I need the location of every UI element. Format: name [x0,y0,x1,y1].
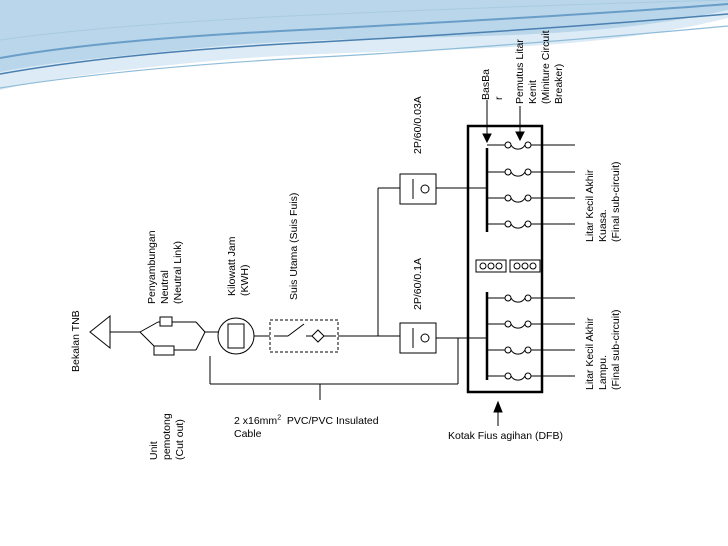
kwh-meter-symbol [217,317,270,355]
tnb-supply-symbol [89,314,140,350]
label-litar-kuasa: Litar Kecil Akhir Kuasa. (Final sub-circ… [584,161,622,242]
cut-out-neutral-link [139,316,218,356]
rccb-bottom-symbol [399,322,487,354]
label-rccb-bottom: 2P/60/0.1A [412,258,424,310]
cable-bracket [209,338,459,400]
label-litar-lampu: Litar Kecil Akhir Lampu. (Final sub-circ… [584,309,622,390]
mcb-group-lighting [487,294,575,381]
mcb-group-power [487,141,575,229]
label-cable: 2 x16mm2 PVC/PVC Insulated Cable [234,414,379,441]
dfb-box [466,124,544,394]
wave-header-decoration [0,0,728,90]
label-suis-utama: Suis Utama (Suis Fuis) [288,192,300,300]
label-basbar: BasBa r [480,69,505,100]
label-bekalan-tnb: Bekalan TNB [70,310,82,372]
label-kotak-fius: Kotak Fius agihan (DFB) [448,430,563,442]
rccb-top-symbol [399,173,487,205]
label-kilowatt-jam: Kilowatt Jam (KWH) [226,236,251,296]
main-switch-symbol [269,319,378,353]
label-pemutus-litar: Pemutus Litar Kenit (Miniture Circuit Br… [514,30,565,104]
label-penyambungan-neutral: Penyambungan Neutral (Neutral Link) [146,230,184,304]
label-unit-pemotong: Unit pemotong (Cut out) [148,413,186,460]
label-rccb-top: 2P/60/0.03A [412,96,424,154]
dfb-neutral-links [475,259,541,273]
